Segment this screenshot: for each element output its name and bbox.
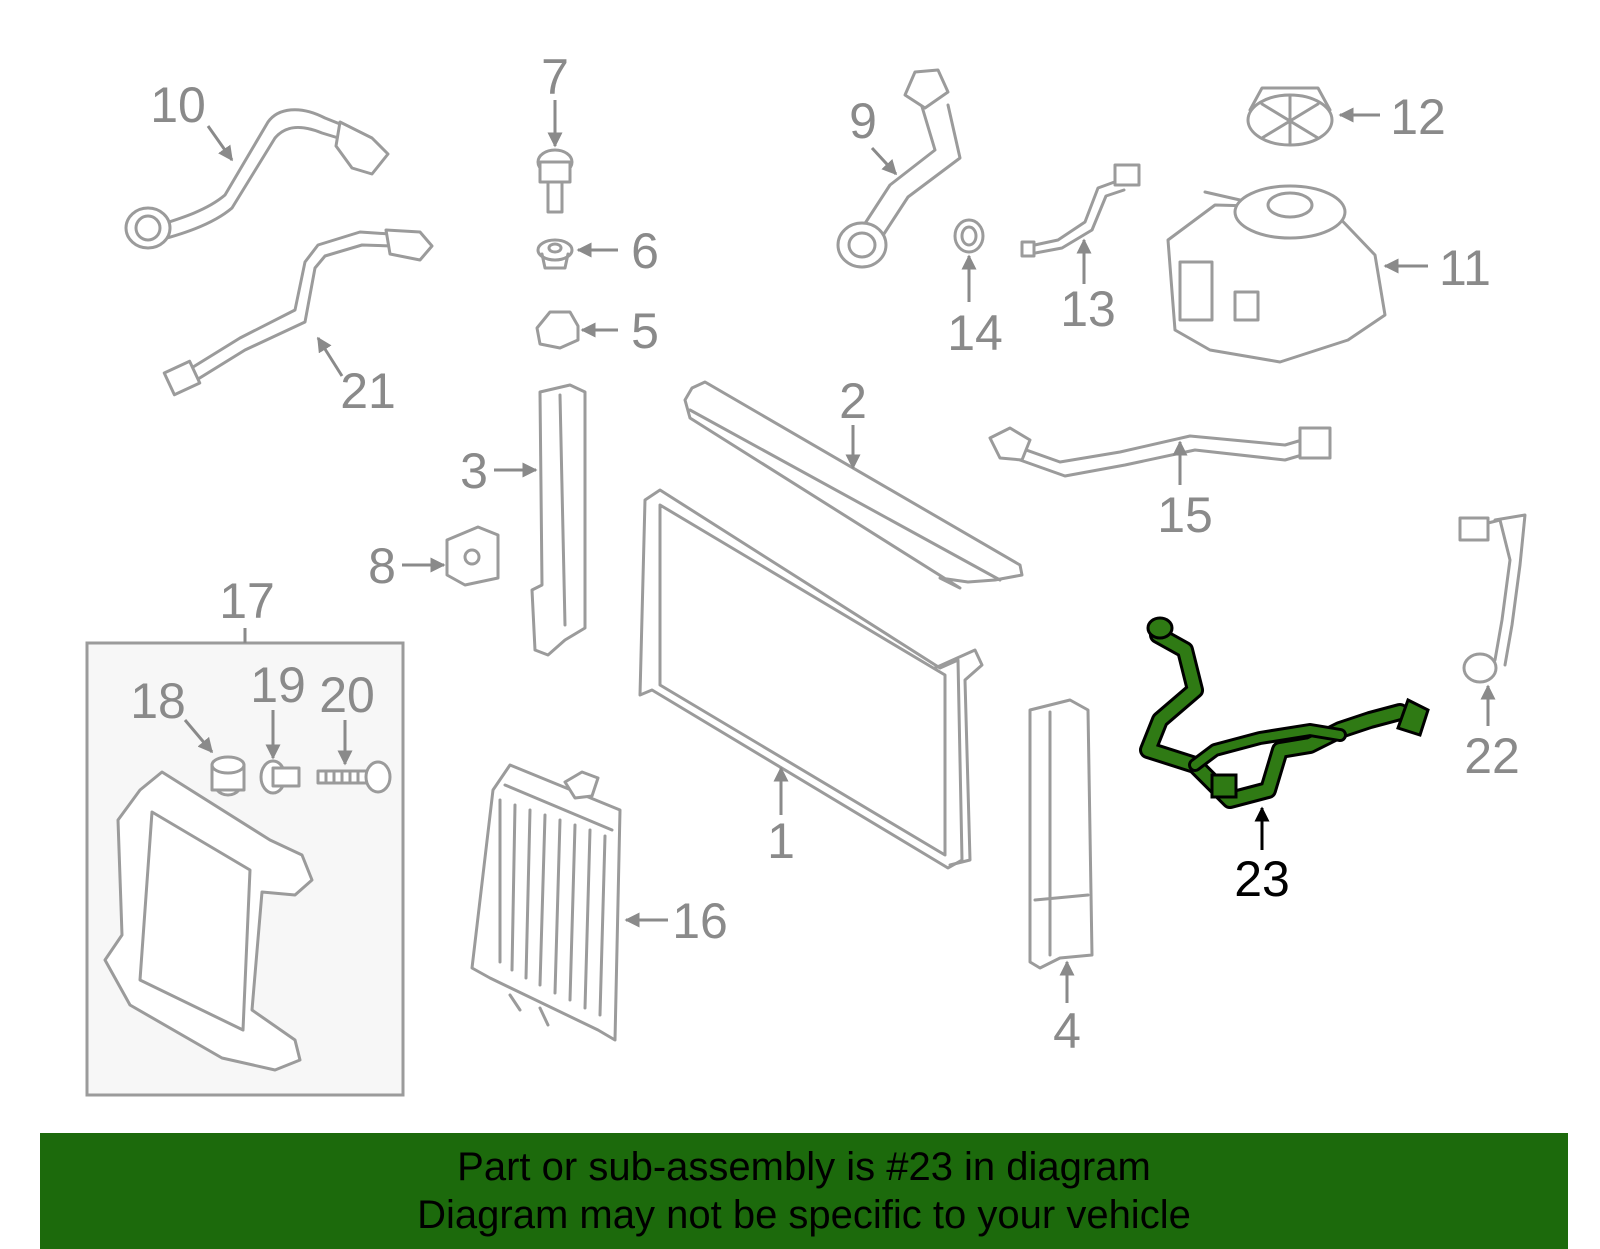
part-18-grommet[interactable] xyxy=(210,755,246,797)
info-banner: Part or sub-assembly is #23 in diagram D… xyxy=(40,1133,1568,1249)
callout-numbers: 1 2 3 4 5 6 7 8 9 10 11 12 13 14 15 16 1… xyxy=(130,49,1520,1059)
part-6-grommet[interactable] xyxy=(536,238,574,270)
part-9-hose[interactable] xyxy=(836,68,962,269)
callout-16: 16 xyxy=(672,893,728,949)
callout-1: 1 xyxy=(767,813,795,869)
part-14-clamp[interactable] xyxy=(953,218,985,254)
part-12-cap[interactable] xyxy=(1246,86,1334,147)
banner-line-2: Diagram may not be specific to your vehi… xyxy=(417,1193,1191,1237)
part-1-condenser[interactable] xyxy=(638,488,984,870)
callout-19: 19 xyxy=(250,657,306,713)
callout-11: 11 xyxy=(1439,240,1491,296)
callout-23: 23 xyxy=(1234,851,1290,907)
part-22-hose[interactable] xyxy=(1458,513,1527,684)
callout-14: 14 xyxy=(947,305,1003,361)
part-20-bolt[interactable] xyxy=(316,760,392,794)
callout-21: 21 xyxy=(340,363,396,419)
banner-line-1: Part or sub-assembly is #23 in diagram xyxy=(457,1145,1151,1189)
leader-lines xyxy=(183,100,1496,1003)
part-23-hose-assembly[interactable] xyxy=(1139,616,1430,809)
callout-9: 9 xyxy=(849,93,877,149)
callout-7: 7 xyxy=(541,49,569,105)
callout-22: 22 xyxy=(1464,728,1520,784)
callout-5: 5 xyxy=(631,303,659,359)
part-4-side-seal[interactable] xyxy=(1028,698,1094,970)
part-17-kit[interactable] xyxy=(85,628,405,1097)
part-10-upper-hose[interactable] xyxy=(124,108,390,250)
callout-10: 10 xyxy=(150,77,206,133)
callout-13: 13 xyxy=(1060,281,1116,337)
callout-12: 12 xyxy=(1390,89,1446,145)
part-19-bushing[interactable] xyxy=(259,759,301,795)
callout-8: 8 xyxy=(368,538,396,594)
part-16-oil-cooler[interactable] xyxy=(470,763,622,1042)
callout-18: 18 xyxy=(130,673,186,729)
callout-6: 6 xyxy=(631,223,659,279)
callout-2: 2 xyxy=(839,373,867,429)
callout-17: 17 xyxy=(219,573,275,629)
callout-15: 15 xyxy=(1157,487,1213,543)
part-21-hose[interactable] xyxy=(162,228,434,397)
callout-4: 4 xyxy=(1053,1003,1081,1059)
part-3-seal[interactable] xyxy=(530,383,587,657)
callout-3: 3 xyxy=(460,443,488,499)
callout-20: 20 xyxy=(319,667,375,723)
part-8-bracket[interactable] xyxy=(445,525,500,587)
part-5-clip[interactable] xyxy=(535,310,580,350)
part-13-line[interactable] xyxy=(1020,163,1141,258)
part-2-upper-seal[interactable] xyxy=(683,380,1024,590)
part-7-bolt[interactable] xyxy=(536,148,574,214)
part-11-expansion-tank[interactable] xyxy=(1166,184,1387,364)
part-15-pipe[interactable] xyxy=(988,426,1332,478)
